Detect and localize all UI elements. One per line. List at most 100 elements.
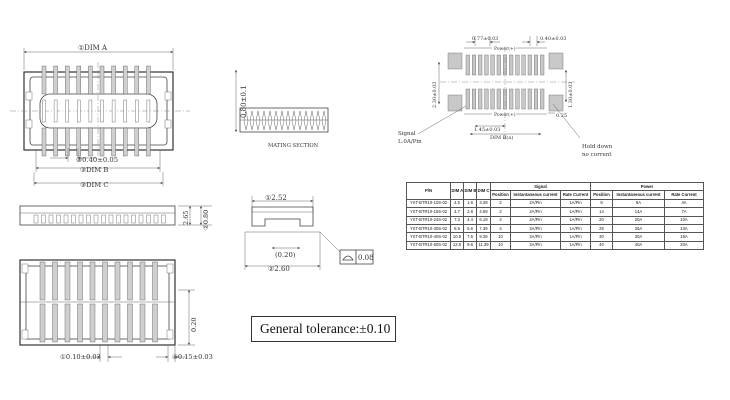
cell-dim-b: 5.6 — [463, 223, 477, 234]
cell-signal-position: 2 — [490, 207, 511, 217]
bottom-pin — [52, 261, 58, 301]
mating-contact — [267, 120, 273, 131]
top-pin — [146, 127, 151, 157]
mating-contact — [285, 110, 291, 122]
cell-power-instant: 40A — [612, 240, 665, 251]
top-pin-contact — [42, 99, 46, 123]
footprint-pad — [509, 54, 514, 76]
general-tolerance-note: General tolerance:±0.10 — [251, 316, 396, 342]
mating-contact — [291, 120, 297, 131]
bottom-pin — [77, 261, 83, 301]
fp-1-30-label: 1.30±0.03 — [568, 82, 574, 108]
table-row: YXT-BTR10-10S-02 4.5 1.6 3.39 2 2A/Pin 1… — [406, 198, 704, 209]
top-pin-contact — [135, 99, 139, 123]
cell-pn: YXT-BTR10-50S-02 — [406, 240, 451, 251]
footprint-pad — [496, 54, 501, 76]
bottom-pin — [102, 303, 108, 343]
top-pin — [111, 65, 116, 95]
footprint-pad — [521, 54, 526, 76]
cell-signal-rate: 1A/Pin — [560, 198, 591, 209]
top-pin-contact — [53, 99, 58, 123]
mating-contact — [267, 110, 273, 122]
cell-pn: YXT-BTR10-16S-02 — [406, 207, 451, 217]
top-pin-contact — [77, 99, 81, 123]
bottom-pin — [152, 303, 158, 343]
cell-signal-instant: 2A/Pin — [510, 207, 561, 217]
header-signal: Signal — [490, 181, 591, 192]
cell-dim-b: 7.6 — [463, 232, 477, 242]
cell-signal-instant: 2A/Pin — [510, 198, 561, 209]
cell-signal-position: 2 — [490, 198, 511, 209]
mating-contact — [261, 120, 267, 131]
top-pin — [122, 65, 128, 95]
cell-power-instant: 20A — [612, 215, 665, 225]
pitch-label: ③0.40±0.05 — [76, 156, 118, 164]
top-pin — [146, 65, 151, 95]
fp-0-25-label: 0.25 — [556, 113, 567, 119]
cell-dim-a: 12.5 — [450, 240, 464, 251]
mating-contact — [279, 110, 285, 122]
side-pin — [161, 214, 166, 224]
cell-pn: YXT-BTR10-10S-02 — [406, 198, 451, 209]
bottom-pin — [139, 261, 146, 301]
table-row: YXT-BTR10-40S-02 10.5 7.6 9.39 10 2A/Pin… — [406, 232, 704, 242]
cell-power-position: 8 — [590, 198, 613, 209]
cell-power-rate: 10A — [664, 215, 704, 225]
dim-c-label: ③DIM C — [80, 181, 109, 189]
w-2-60-label: ②2.60 — [268, 265, 290, 273]
footprint-pad — [534, 88, 539, 110]
cell-power-instant: 14A — [612, 207, 665, 217]
mating-contact — [303, 110, 309, 122]
fp-2-30-label: 2.30±0.03 — [432, 82, 438, 108]
top-pin — [53, 65, 58, 95]
cell-dim-a: 4.5 — [450, 198, 464, 209]
cell-signal-instant: 2A/Pin — [510, 215, 561, 225]
side-pin — [78, 214, 84, 224]
footprint-pad — [484, 54, 489, 76]
bottom-pin — [89, 261, 96, 301]
top-pin — [88, 127, 93, 157]
hold-down-tab — [166, 329, 174, 340]
w-2-52-label: ①2.52 — [265, 194, 287, 202]
cell-pn: YXT-BTR10-30S-02 — [406, 223, 451, 234]
top-pin — [99, 127, 105, 157]
cell-dim-c: 11.39 — [476, 240, 491, 251]
mating-contact — [321, 120, 327, 131]
footprint-pad — [540, 88, 545, 110]
top-pin-contact — [100, 99, 104, 123]
top-pin — [41, 127, 47, 157]
footprint-pad — [515, 54, 520, 76]
mating-contact — [297, 110, 303, 122]
top-pin — [99, 65, 105, 95]
footprint-pad — [527, 54, 532, 76]
flatness-icon — [342, 255, 354, 261]
footprint-pad — [527, 88, 532, 110]
header-signal-rate: Rate Current — [560, 190, 591, 200]
side-pin — [93, 214, 99, 224]
cell-signal-rate: 1A/Pin — [560, 215, 591, 225]
cell-dim-a: 10.5 — [450, 232, 464, 242]
footprint-pads — [465, 54, 545, 110]
footprint-pad — [472, 54, 477, 76]
cell-signal-rate: 1A/Pin — [560, 207, 591, 217]
hold-down-tab — [164, 91, 172, 101]
spec-table: P/N DIM A DIM B DIM C Signal Power Posit… — [406, 181, 704, 251]
b-0-10-label: ①0.10±0.03 — [60, 353, 101, 361]
mating-contact — [291, 110, 297, 122]
height-label: 0.80±0.1 — [240, 85, 248, 118]
mating-contact — [255, 110, 261, 122]
cell-dim-b: 4.4 — [463, 215, 477, 225]
mating-contact — [309, 120, 315, 131]
cell-signal-rate: 1A/Pin — [560, 223, 591, 234]
cell-dim-c: 3.39 — [476, 198, 491, 209]
cell-dim-c: 6.19 — [476, 215, 491, 225]
cell-dim-c: 4.59 — [476, 207, 491, 217]
cell-power-position: 40 — [590, 240, 613, 251]
bottom-pin — [127, 303, 133, 343]
top-pin — [134, 127, 140, 157]
mating-section: 0.80±0.1 MATING SECTION — [234, 69, 329, 149]
cell-power-rate: 4A — [664, 198, 704, 209]
side-pin — [116, 214, 121, 224]
side-pin — [146, 214, 151, 224]
top-pin — [53, 127, 58, 157]
